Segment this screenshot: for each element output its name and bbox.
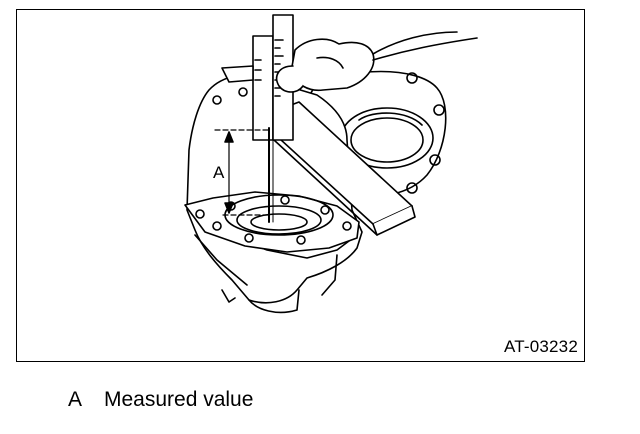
measurement-illustration: A xyxy=(184,14,478,314)
figure-id: AT-03232 xyxy=(503,337,578,356)
dimension-a-label: A xyxy=(213,163,225,182)
legend-key: A xyxy=(68,388,83,411)
hand xyxy=(275,31,478,93)
figure-frame: A AT-03232 xyxy=(16,9,585,362)
depth-caliper xyxy=(221,14,294,223)
dimension-a xyxy=(214,129,270,216)
legend: A Measured value xyxy=(68,388,253,412)
legend-text: Measured value xyxy=(104,388,254,411)
